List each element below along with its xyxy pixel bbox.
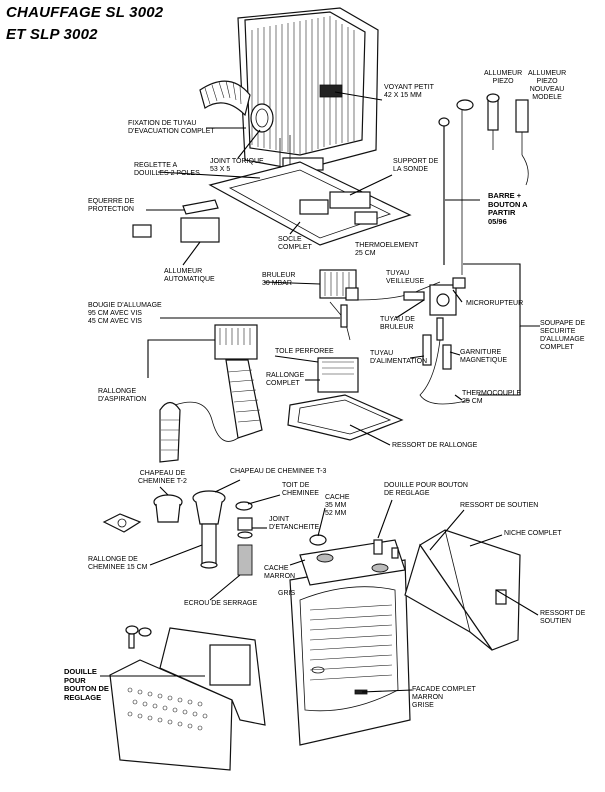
label-niche: NICHE COMPLET	[504, 530, 562, 537]
label-tuyau-bruleur: TUYAU DE BRULEUR	[380, 316, 415, 331]
base-plate	[208, 135, 412, 246]
label-bruleur: BRULEUR 30 MBAR	[262, 272, 296, 287]
label-chapeau-t3: CHAPEAU DE CHEMINEE T-3	[230, 468, 327, 475]
label-tuyau-veilleuse: TUYAU VEILLEUSE	[386, 270, 425, 285]
label-tuyau-alim: TUYAU D'ALIMENTATION	[370, 350, 428, 365]
label-socle: SOCLE COMPLET	[278, 236, 312, 251]
label-voyant: VOYANT PETIT 42 x 15 MM	[384, 84, 434, 99]
heater-body	[109, 625, 266, 771]
label-allumeur-piezo: ALLUMEUR PIEZO	[484, 70, 523, 85]
label-ecrou: ECROU DE SERRAGE	[184, 600, 258, 607]
label-thermoelement: THERMOELEMENT 25 CM	[355, 242, 419, 257]
label-allumeur-piezo-nouveau: ALLUMEUR PIEZO NOUVEAU MODELE	[528, 70, 567, 101]
label-joint-torique: JOINT TORIQUE 53 x 5	[210, 158, 264, 173]
label-douille-bouton: DOUILLE POUR BOUTON DE REGLAGE	[384, 482, 468, 497]
piezo-igniters	[438, 93, 529, 275]
label-barre-bouton: BARRE + BOUTON A PARTIR 05/96	[488, 191, 528, 226]
label-rallonge-aspiration: RALLONGE D'ASPIRATION	[98, 388, 147, 403]
label-reglette: REGLETTE A DOUILLES 2 POLES	[134, 162, 200, 177]
label-garniture: GARNITURE MAGNETIQUE	[460, 349, 508, 364]
label-ressort-rallonge: RESSORT DE RALLONGE	[392, 442, 478, 449]
heat-exchanger	[237, 7, 379, 171]
front-facade	[289, 534, 411, 746]
label-joint-etancheite: JOINT D'ETANCHEITE	[269, 516, 320, 531]
label-facade: FACADE COMPLET MARRON GRISE	[412, 686, 476, 709]
label-gris: GRIS	[278, 590, 296, 597]
label-microrupteur: MICRORUPTEUR	[466, 300, 524, 307]
label-ressort-soutien-right: RESSORT DE SOUTIEN	[540, 610, 586, 625]
label-equerre: EQUERRE DE PROTECTION	[88, 198, 135, 213]
allumeur-auto-part	[180, 217, 220, 243]
equerre-part	[182, 199, 219, 215]
leader-lines	[100, 91, 540, 693]
label-toit: TOIT DE CHEMINEE	[282, 482, 319, 497]
aspiration-extension	[159, 324, 263, 463]
label-soupape: SOUPAPE DE SECURITE D'ALLUMAGE COMPLET	[540, 320, 585, 351]
label-allumeur-auto: ALLUMEUR AUTOMATIQUE	[164, 268, 215, 283]
exhaust-hose	[199, 80, 274, 133]
burner-assembly	[319, 269, 441, 341]
reglette-part	[132, 224, 152, 238]
page-subtitle: ET SLP 3002	[6, 26, 98, 43]
rallonge-complet	[287, 357, 404, 441]
label-thermocouple: THERMOCOUPLE 25 CM	[462, 390, 522, 405]
label-chapeau-t2: CHAPEAU DE CHEMINEE T-2	[138, 470, 187, 485]
niche	[404, 529, 521, 651]
chimney-parts	[102, 490, 253, 576]
label-cache: CACHE 35 MM 52 MM	[325, 494, 350, 517]
label-bougie: BOUGIE D'ALLUMAGE 95 CM AVEC VIS 45 CM A…	[88, 302, 162, 325]
label-rallonge-cheminee: RALLONGE DE CHEMINEE 15 CM	[88, 556, 148, 571]
label-fixation: FIXATION DE TUYAU D'EVACUATION COMPLET	[128, 120, 215, 135]
label-tole: TOLE PERFOREE	[275, 348, 334, 355]
label-douille-left: DOUILLE POUR BOUTON DE REGLAGE	[64, 667, 109, 702]
label-rallonge-complet: RALLONGE COMPLET	[266, 372, 305, 387]
label-ressort-soutien-top: RESSORT DE SOUTIEN	[460, 502, 539, 509]
safety-valve	[403, 277, 471, 405]
page-title: CHAUFFAGE SL 3002	[6, 4, 164, 21]
label-support-sonde: SUPPORT DE LA SONDE	[393, 158, 439, 173]
label-cache-marron: CACHE MARRON	[264, 565, 296, 580]
